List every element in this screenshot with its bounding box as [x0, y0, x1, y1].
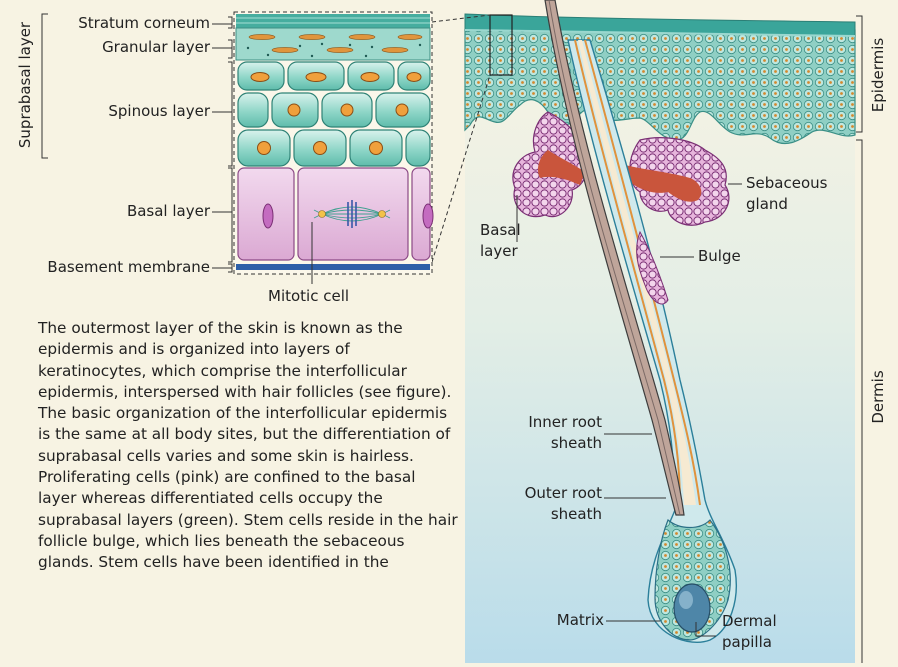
- label-basal-layer-follicle-2: layer: [480, 242, 518, 261]
- label-inner-root-sheath-2: sheath: [551, 434, 602, 453]
- granular-layer: [236, 28, 430, 60]
- label-matrix: Matrix: [557, 611, 604, 630]
- label-inner-root-sheath-1: Inner root: [528, 413, 602, 432]
- stratum-corneum-layer: [236, 14, 430, 28]
- label-basal-layer: Basal layer: [127, 202, 210, 221]
- body-paragraph: The outermost layer of the skin is known…: [38, 318, 458, 574]
- label-sebaceous-gland-2: gland: [746, 195, 788, 214]
- label-basal-layer-follicle-1: Basal: [480, 221, 521, 240]
- label-dermal-papilla-1: Dermal: [722, 612, 777, 631]
- label-sebaceous-gland-1: Sebaceous: [746, 174, 827, 193]
- label-outer-root-sheath-1: Outer root: [525, 484, 602, 503]
- label-outer-root-sheath-2: sheath: [551, 505, 602, 524]
- label-basement-membrane: Basement membrane: [47, 258, 210, 277]
- label-granular-layer: Granular layer: [102, 38, 210, 57]
- basement-membrane: [236, 264, 430, 270]
- label-spinous-layer: Spinous layer: [108, 102, 210, 121]
- label-bulge: Bulge: [698, 247, 741, 266]
- label-dermis: Dermis: [869, 367, 887, 427]
- label-stratum-corneum: Stratum corneum: [78, 14, 210, 33]
- layer-inset: [234, 12, 433, 274]
- dermal-papilla: [674, 584, 710, 632]
- label-dermal-papilla-2: papilla: [722, 633, 772, 652]
- follicle-panel: [465, 0, 855, 663]
- label-suprabasal-layer: Suprabasal layer: [16, 20, 34, 150]
- label-mitotic-cell: Mitotic cell: [268, 287, 349, 306]
- label-epidermis: Epidermis: [869, 35, 887, 115]
